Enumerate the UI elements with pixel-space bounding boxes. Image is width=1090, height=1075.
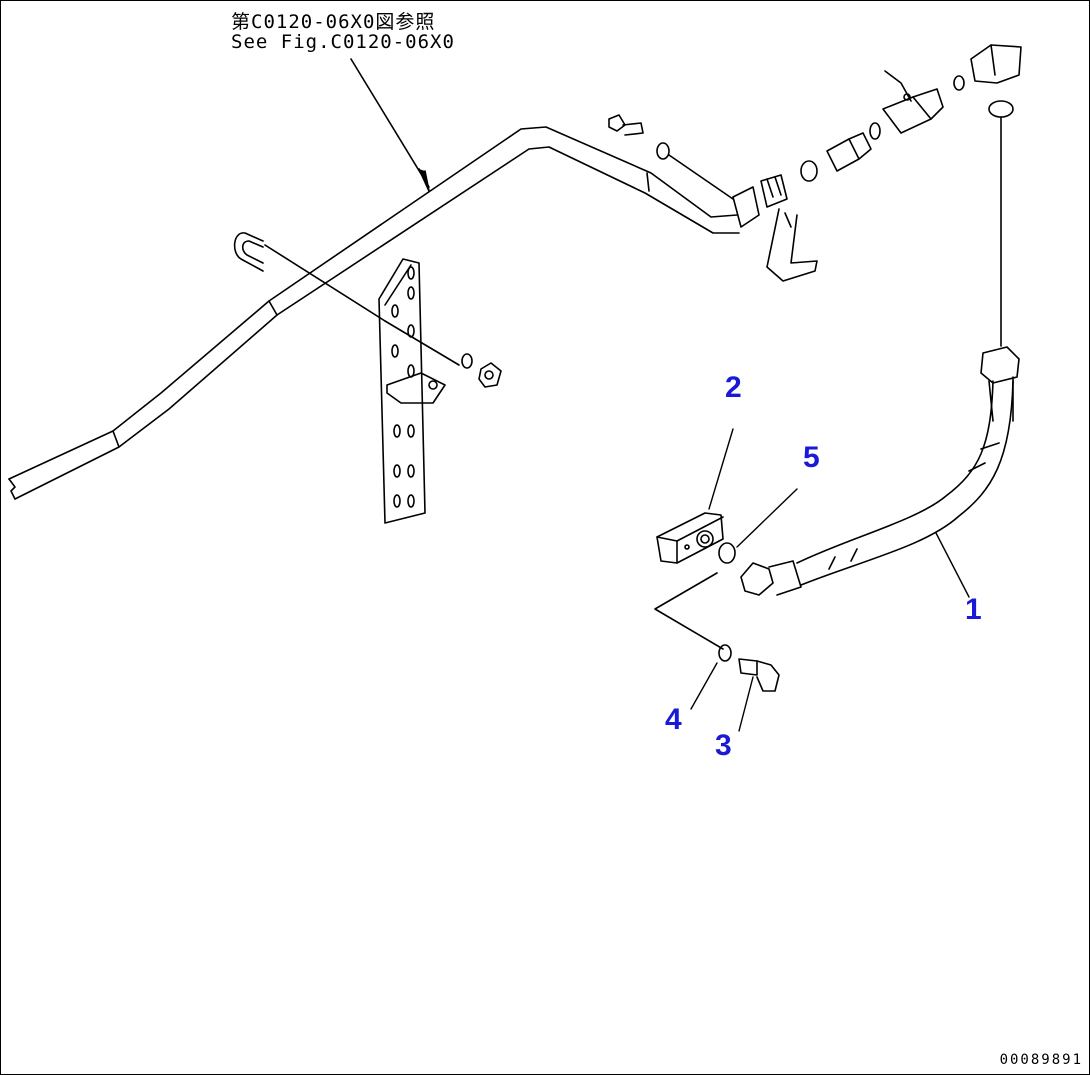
callout-2: 2 bbox=[725, 371, 742, 404]
callout-4: 4 bbox=[665, 703, 682, 736]
valve-assembly bbox=[800, 44, 1022, 347]
bolt bbox=[738, 658, 780, 692]
support-bracket bbox=[378, 258, 446, 524]
reference-note-english: See Fig.C0120-06X0 bbox=[231, 31, 455, 53]
main-pipe bbox=[8, 126, 740, 500]
leader-3 bbox=[738, 676, 754, 732]
reference-leader bbox=[350, 58, 430, 192]
reference-note-japanese: 第C0120-06X0図参照 bbox=[231, 11, 436, 33]
clamp-block bbox=[656, 512, 724, 564]
callout-5: 5 bbox=[803, 441, 820, 474]
leader-5 bbox=[736, 488, 798, 548]
u-bolt-nut bbox=[461, 353, 502, 388]
callout-3: 3 bbox=[715, 729, 732, 762]
drawing-number: 00089891 bbox=[999, 1052, 1083, 1068]
leader-2 bbox=[708, 428, 734, 510]
leader-1 bbox=[935, 532, 970, 598]
pipe-end-fitting bbox=[732, 174, 818, 282]
callout-1: 1 bbox=[965, 593, 982, 626]
o-ring bbox=[718, 542, 736, 564]
leader-4 bbox=[690, 662, 718, 710]
washer bbox=[718, 644, 732, 662]
top-bolt bbox=[608, 114, 734, 200]
mounting-leader bbox=[654, 572, 724, 650]
hose bbox=[740, 346, 1020, 596]
u-bolt bbox=[233, 232, 460, 366]
